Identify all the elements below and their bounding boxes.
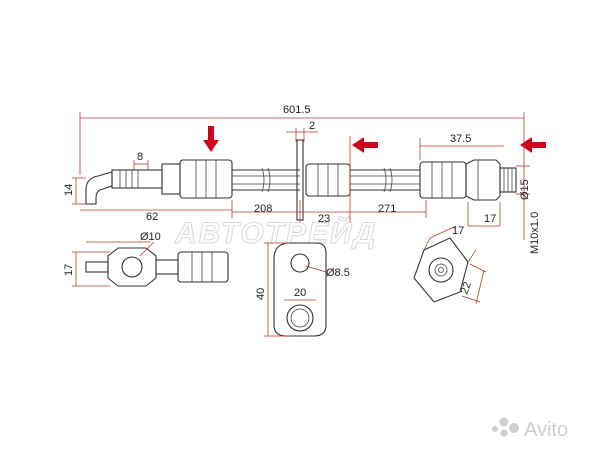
avito-dot-icon (509, 423, 519, 433)
bracket-large-hole (286, 304, 314, 332)
dim-left-fitting-length: 62 (146, 211, 158, 223)
avito-text: Avito (524, 419, 568, 441)
eye-hex (107, 247, 157, 287)
dim-eye-height: 17 (63, 264, 75, 276)
left-fitting (111, 169, 163, 189)
dim-bracket-height: 40 (255, 288, 267, 300)
nut-hex-outline (413, 237, 469, 303)
bracket-front-view: 40 20 Ø8.5 (255, 242, 350, 337)
dim-overall-length: 601.5 (283, 104, 311, 116)
nut-end-view: 17 22 (413, 225, 487, 305)
avito-dot-icon (500, 429, 508, 437)
bracket-outline (273, 242, 327, 337)
dim-thread-spec: M10x1.0 (529, 212, 541, 254)
right-hex-nut (465, 159, 501, 201)
dim-eye-hole-diam: Ø10 (140, 231, 161, 243)
avito-dot-icon (499, 417, 509, 427)
avito-dot-icon (492, 426, 498, 432)
right-crimp (419, 161, 467, 199)
eye-pin (85, 261, 109, 273)
dim-nut-flat: 17 (452, 225, 464, 237)
dim-left-fitting-diam: 8 (137, 151, 143, 163)
dim-hose-seg-a: 208 (254, 203, 272, 215)
watermark-brand: АВТОТРЕЙД (174, 215, 377, 250)
dim-nut-corner: 22 (459, 280, 474, 296)
dim-hose-seg-b: 23 (318, 213, 330, 225)
eye-fitting-view: Ø10 17 (63, 231, 229, 287)
dim-bracket-hole-diam: Ø8.5 (326, 267, 350, 279)
nut-outer-circle (428, 257, 454, 283)
dim-right-fitting-length: 37.5 (450, 133, 471, 145)
bracket-small-hole (290, 253, 310, 273)
eye-neck (155, 259, 179, 275)
dim-hose-seg-c: 271 (378, 203, 396, 215)
arrow-left-icon (520, 137, 546, 153)
hose-side-view (85, 139, 517, 221)
arrow-left-icon (352, 137, 378, 153)
dim-right-nut-width: 17 (484, 213, 496, 225)
dim-bracket-hole-spacing: 20 (294, 287, 306, 299)
left-bent-pipe (85, 171, 113, 205)
eye-crimp (177, 251, 229, 283)
avito-watermark: Avito (492, 417, 568, 441)
dim-right-fitting-diam: Ø15 (519, 179, 531, 200)
arrow-down-icon (203, 126, 219, 152)
arrow-markers (203, 126, 546, 153)
dim-left-height: 14 (63, 184, 75, 196)
top-dimensions: 601.5 2 8 14 62 208 23 271 37.5 (63, 104, 541, 254)
eye-hole (121, 256, 143, 278)
dim-bracket-thickness: 2 (309, 120, 315, 132)
left-crimp (161, 163, 181, 195)
